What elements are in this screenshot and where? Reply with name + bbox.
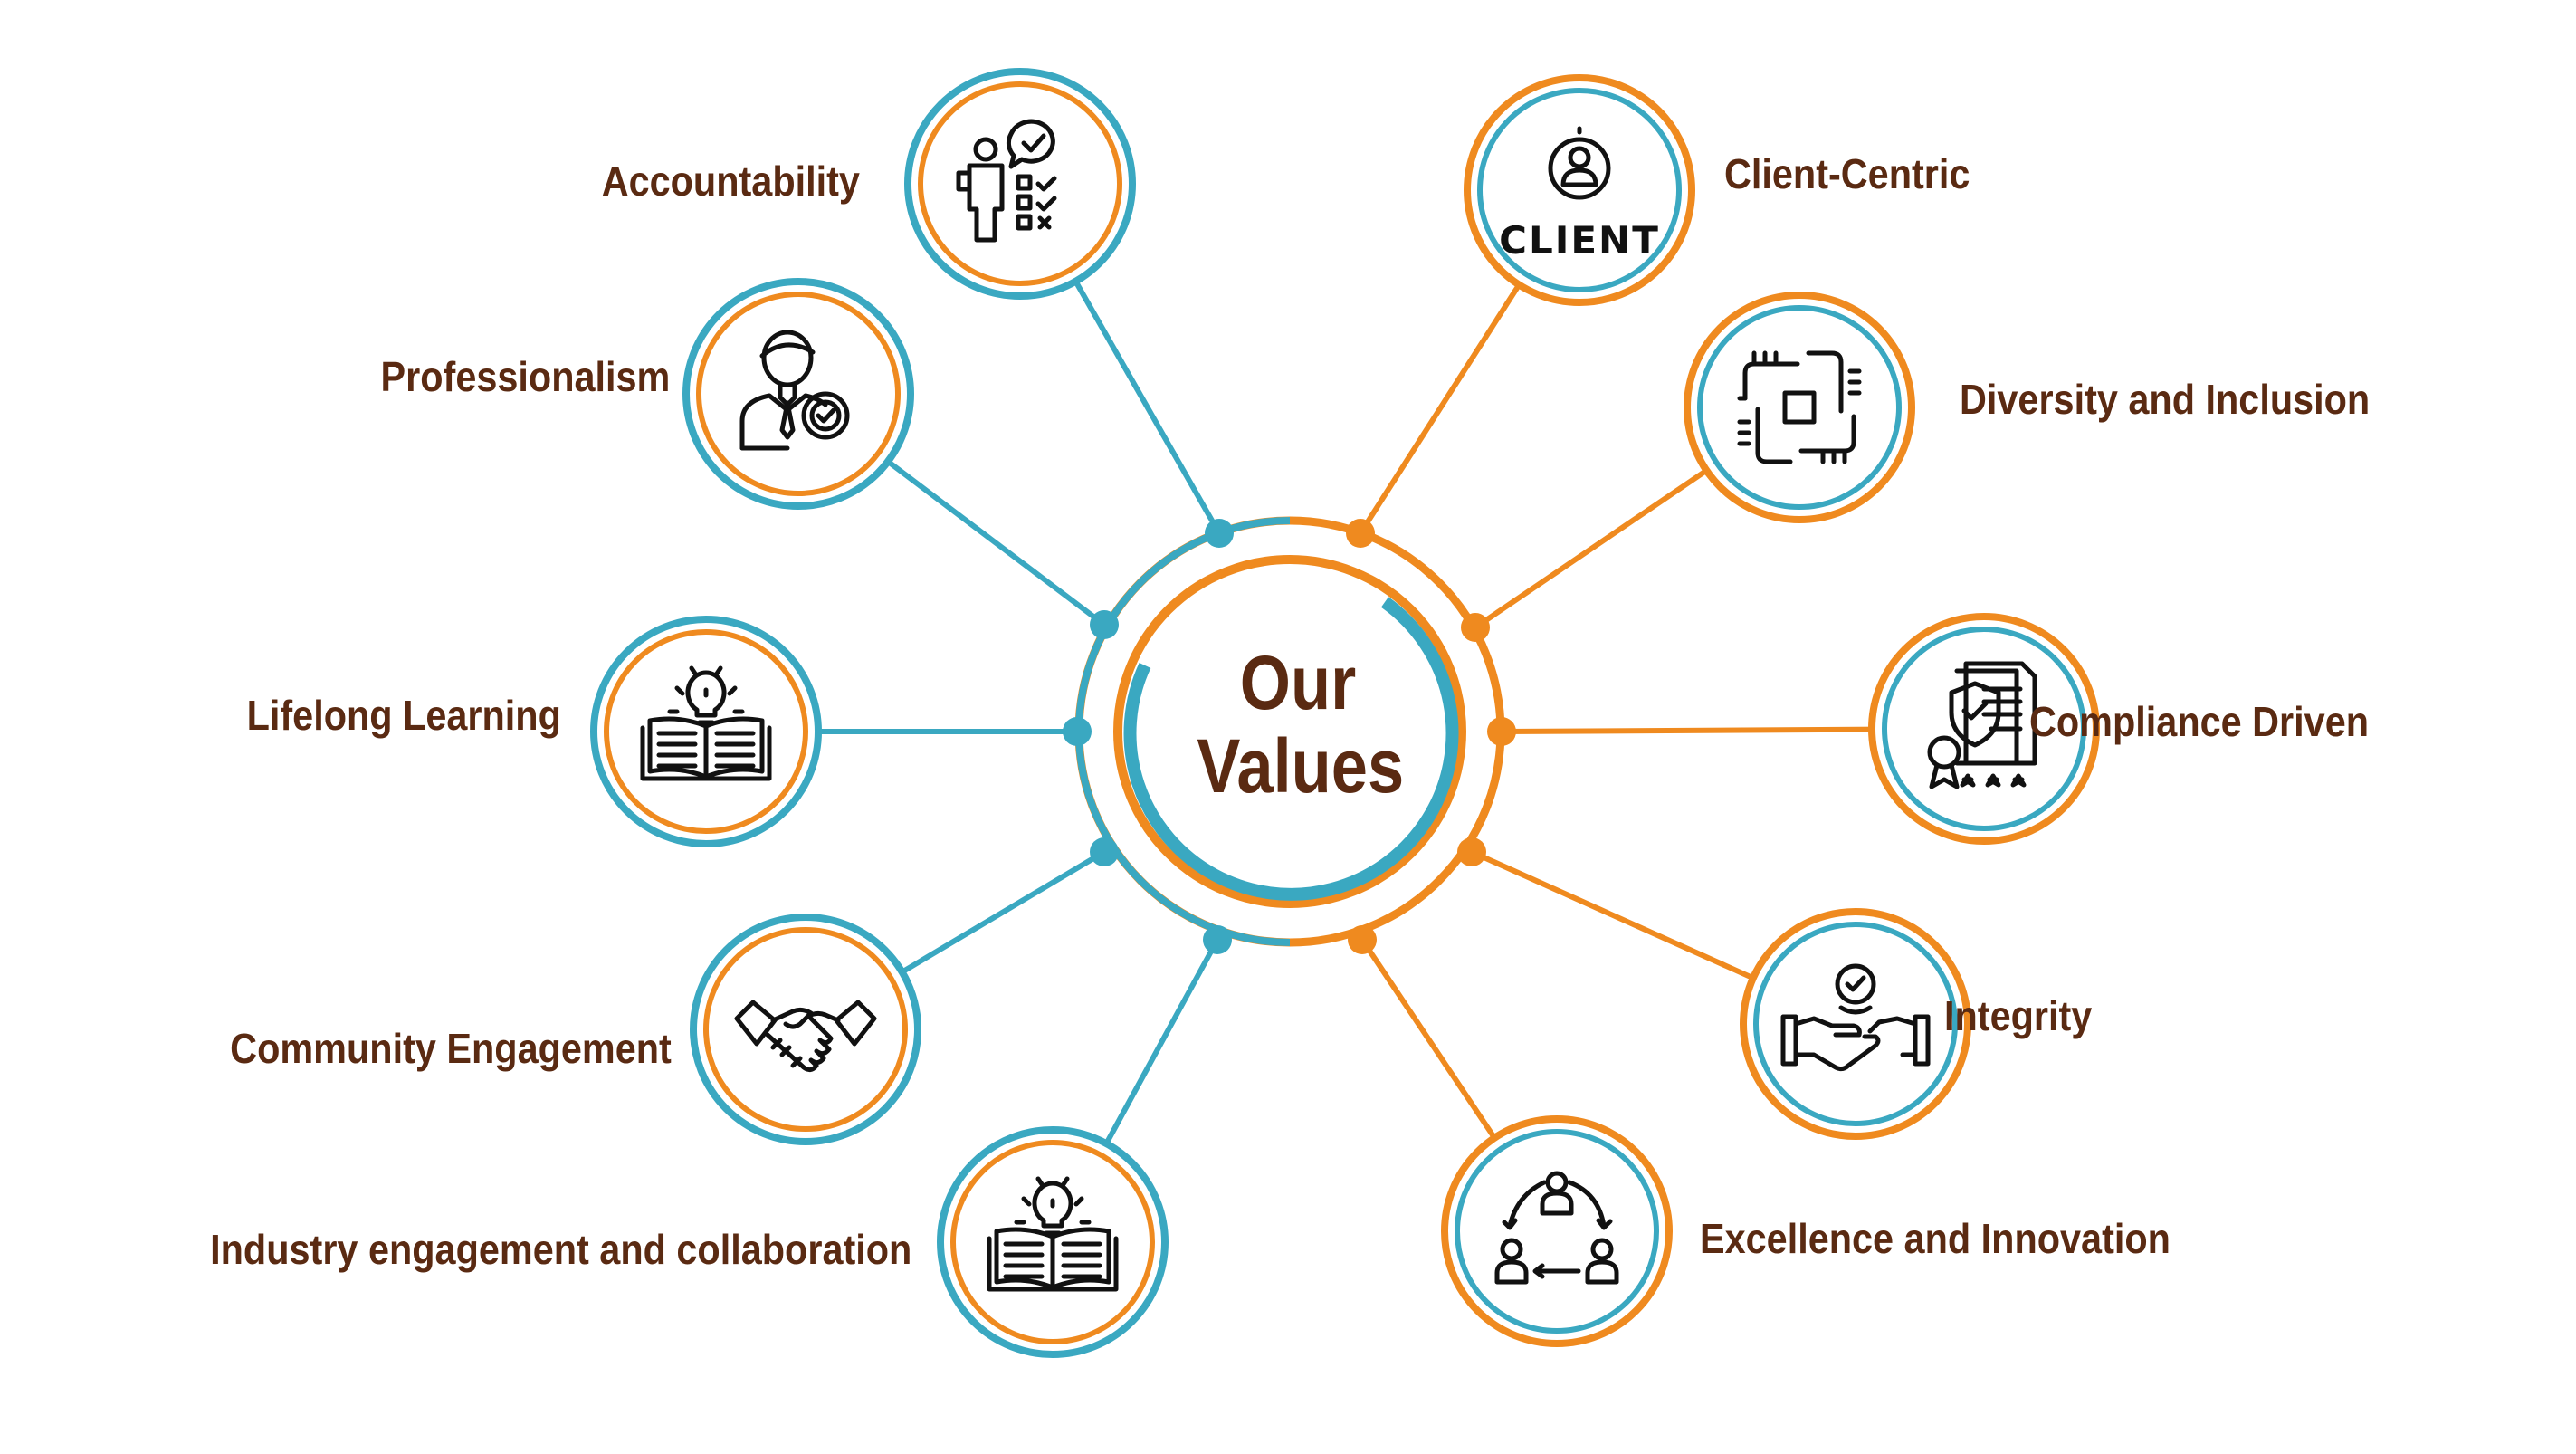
junction-dot-lifelong-learning — [1063, 717, 1092, 746]
label-diversity-and-inclusion: Diversity and Inclusion — [1960, 376, 2371, 423]
client-icon-text: CLIENT — [1499, 218, 1660, 263]
value-node-accountability — [904, 68, 1136, 300]
client-icon: CLIENT — [1499, 129, 1660, 263]
junction-dot-community-engagement — [1090, 837, 1119, 866]
value-node-professionalism — [682, 278, 914, 510]
label-excellence-and-innovation: Excellence and Innovation — [1700, 1215, 2171, 1262]
value-nodes: CLIENT — [590, 68, 2100, 1358]
label-compliance-driven: Compliance Driven — [2029, 698, 2370, 745]
center-title: Our Values — [1197, 640, 1405, 808]
junction-dot-diversity-and-inclusion — [1461, 613, 1490, 642]
label-lifelong-learning: Lifelong Learning — [246, 692, 561, 739]
junction-dot-excellence-and-innovation — [1348, 925, 1377, 954]
hub-inner-orange-ring — [1113, 555, 1466, 908]
node-inner-ring — [1455, 1129, 1659, 1334]
value-node-community-engagement — [690, 914, 921, 1145]
label-community-engagement: Community Engagement — [230, 1025, 672, 1072]
node-inner-ring — [696, 292, 901, 496]
value-node-industry-engagement-and-collaboration — [937, 1126, 1169, 1358]
label-client-centric: Client-Centric — [1724, 150, 1970, 197]
center-title-line-2: Values — [1197, 723, 1405, 808]
value-node-compliance-driven — [1868, 613, 2100, 845]
junction-dot-compliance-driven — [1487, 717, 1516, 746]
central-hub — [1063, 516, 1516, 954]
value-node-excellence-and-innovation — [1441, 1115, 1673, 1347]
label-industry-engagement-and-collaboration: Industry engagement and collaboration — [209, 1226, 911, 1273]
center-title-line-1: Our — [1239, 640, 1357, 725]
value-node-lifelong-learning — [590, 616, 822, 847]
value-node-diversity-and-inclusion — [1684, 292, 1915, 523]
label-integrity: Integrity — [1944, 992, 2093, 1039]
node-inner-ring — [1477, 88, 1682, 292]
junction-dot-industry-engagement-and-collaboration — [1203, 925, 1232, 954]
junction-dot-professionalism — [1090, 610, 1119, 639]
value-node-client-centric: CLIENT — [1464, 74, 1695, 306]
node-inner-ring — [703, 927, 908, 1132]
junction-dot-client-centric — [1346, 519, 1375, 548]
value-node-integrity — [1740, 908, 1971, 1140]
node-inner-ring — [1697, 305, 1902, 510]
junction-dot-integrity — [1457, 837, 1486, 866]
junction-dot-accountability — [1205, 519, 1234, 548]
label-professionalism: Professionalism — [380, 353, 670, 400]
label-accountability: Accountability — [601, 158, 860, 205]
hub-inner-teal-arc — [1123, 597, 1459, 901]
